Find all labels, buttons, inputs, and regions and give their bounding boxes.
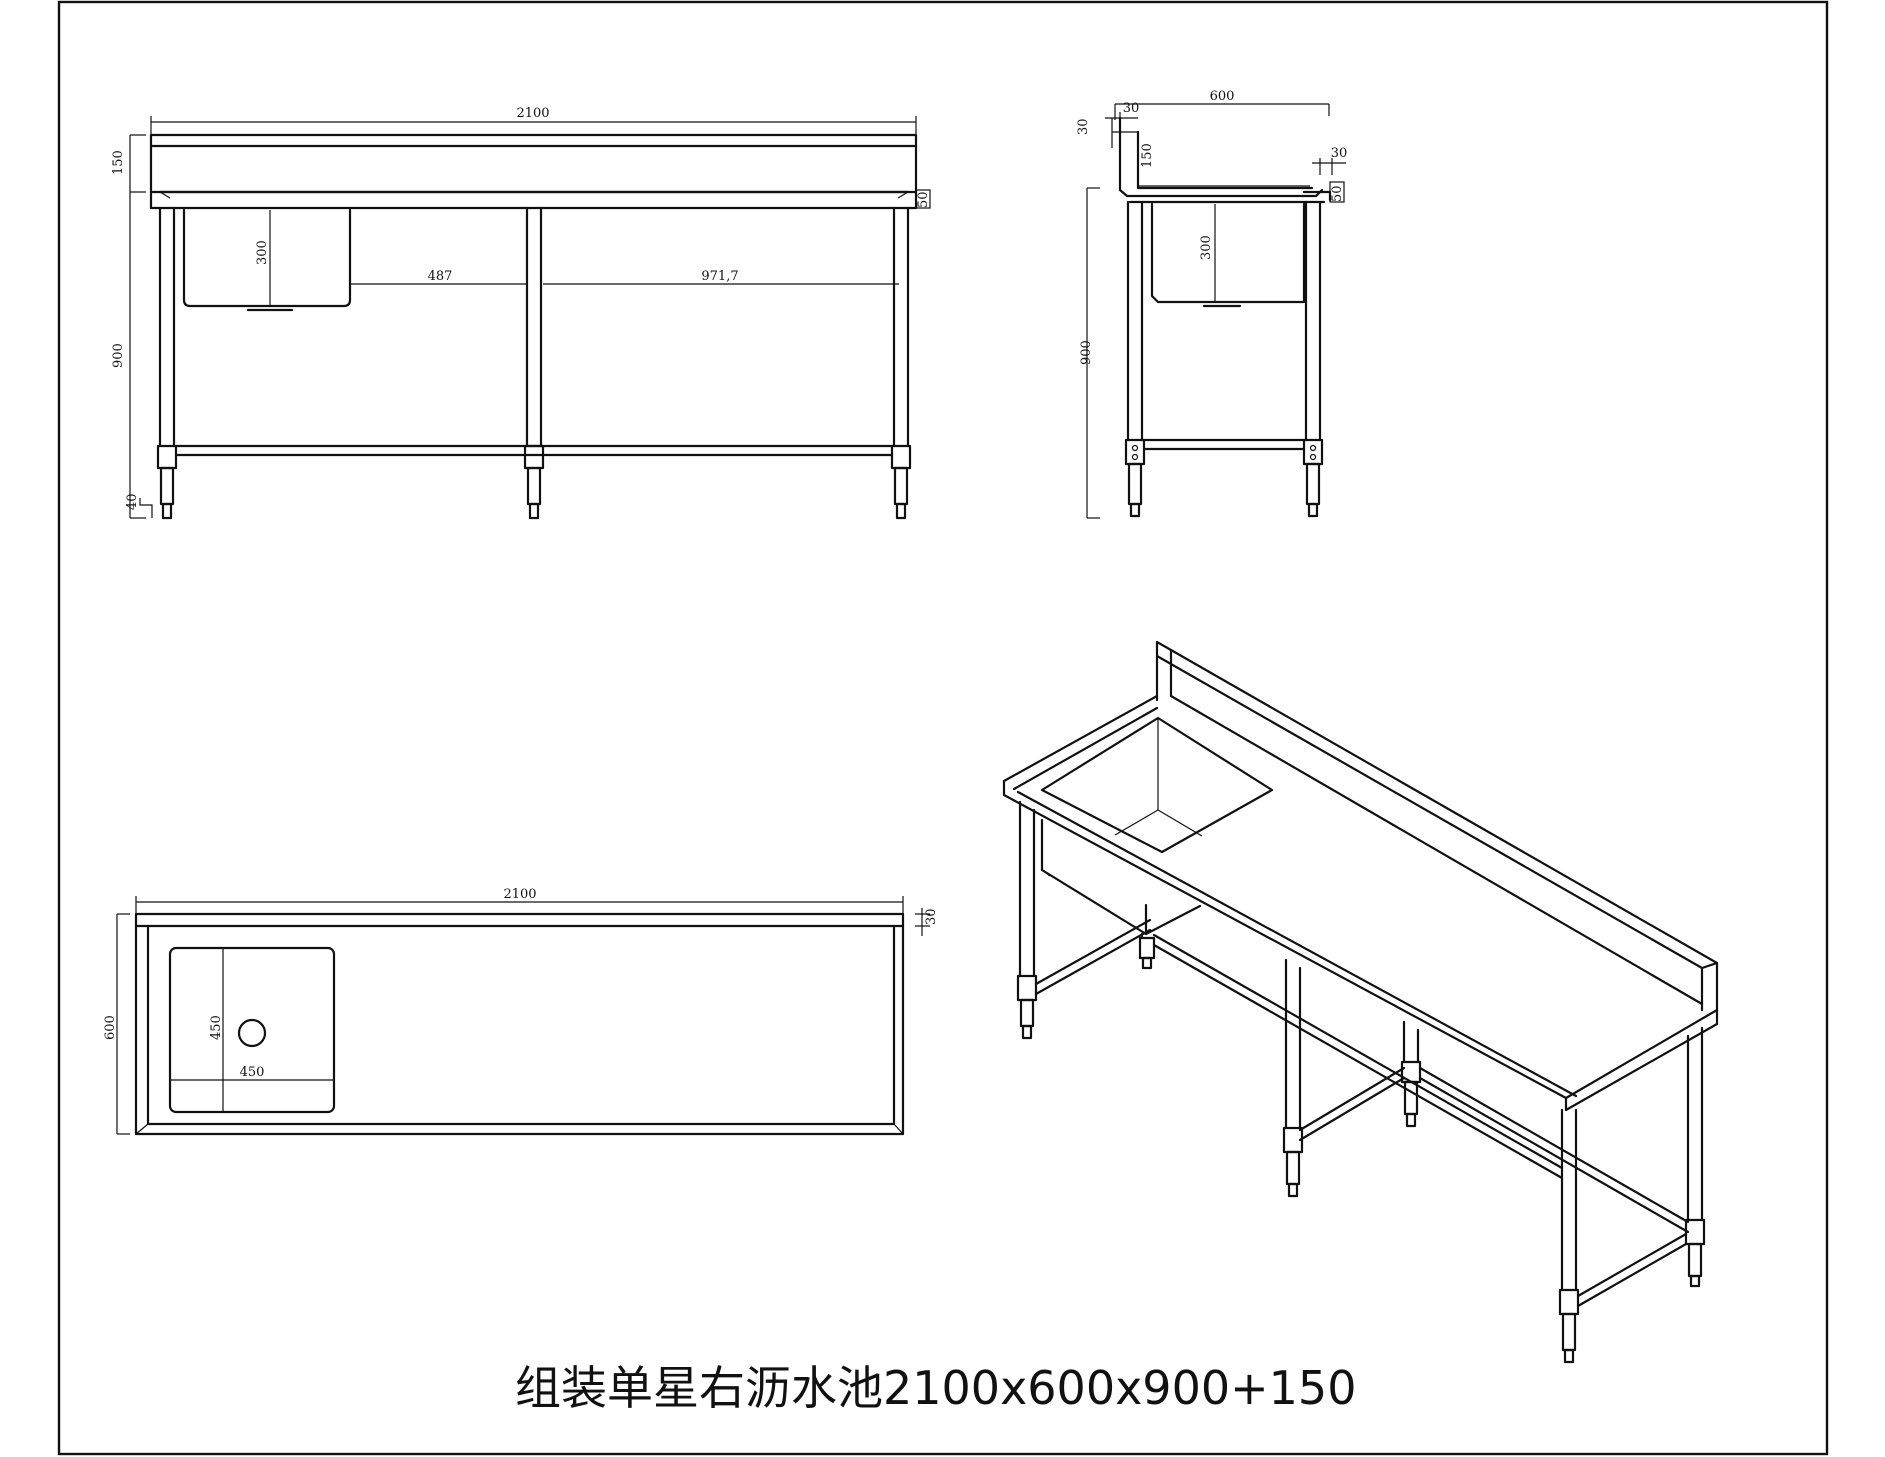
front-edge-label: 50 — [916, 191, 931, 208]
isometric-view — [1002, 640, 1719, 1364]
drawing-title: 组装单星右沥水池2100x600x900+150 — [515, 1361, 1356, 1415]
top-length-label: 2100 — [503, 887, 536, 902]
front-foot-label: 40 — [125, 493, 140, 510]
side-lip-label: 30 — [1076, 118, 1091, 135]
front-backsplash-label: 150 — [111, 150, 126, 175]
front-leg-label: 900 — [111, 343, 126, 368]
front-view: 2100 50 150 900 40 300 487 971,7 — [111, 106, 931, 520]
side-top-thickness-label: 30 — [1123, 101, 1140, 116]
side-bowl-depth-label: 300 — [1199, 235, 1214, 260]
side-front-lip-label: 30 — [1331, 146, 1348, 161]
side-depth-label: 600 — [1210, 89, 1235, 104]
top-bowl-length-label: 450 — [240, 1065, 265, 1080]
side-leg-label: 900 — [1079, 340, 1094, 365]
side-view: 600 30 30 150 30 50 900 300 — [1076, 89, 1348, 519]
side-backsplash-label: 150 — [1140, 143, 1155, 168]
top-bowl-width-label: 450 — [209, 1015, 224, 1040]
front-span-left-label: 487 — [428, 269, 453, 284]
front-length-label: 2100 — [516, 106, 549, 121]
top-view: 2100 30 600 450 450 — [103, 887, 939, 1136]
front-span-right-label: 971,7 — [701, 269, 738, 284]
iso-legs — [1016, 800, 1706, 1364]
top-edge-label: 30 — [924, 908, 939, 925]
front-legs — [156, 206, 912, 520]
sheet-frame — [57, 0, 1829, 1456]
front-bowl-depth-label: 300 — [255, 240, 270, 265]
drain-hole — [237, 1018, 267, 1048]
side-edge-label: 50 — [1330, 185, 1345, 202]
top-depth-label: 600 — [103, 1015, 118, 1040]
